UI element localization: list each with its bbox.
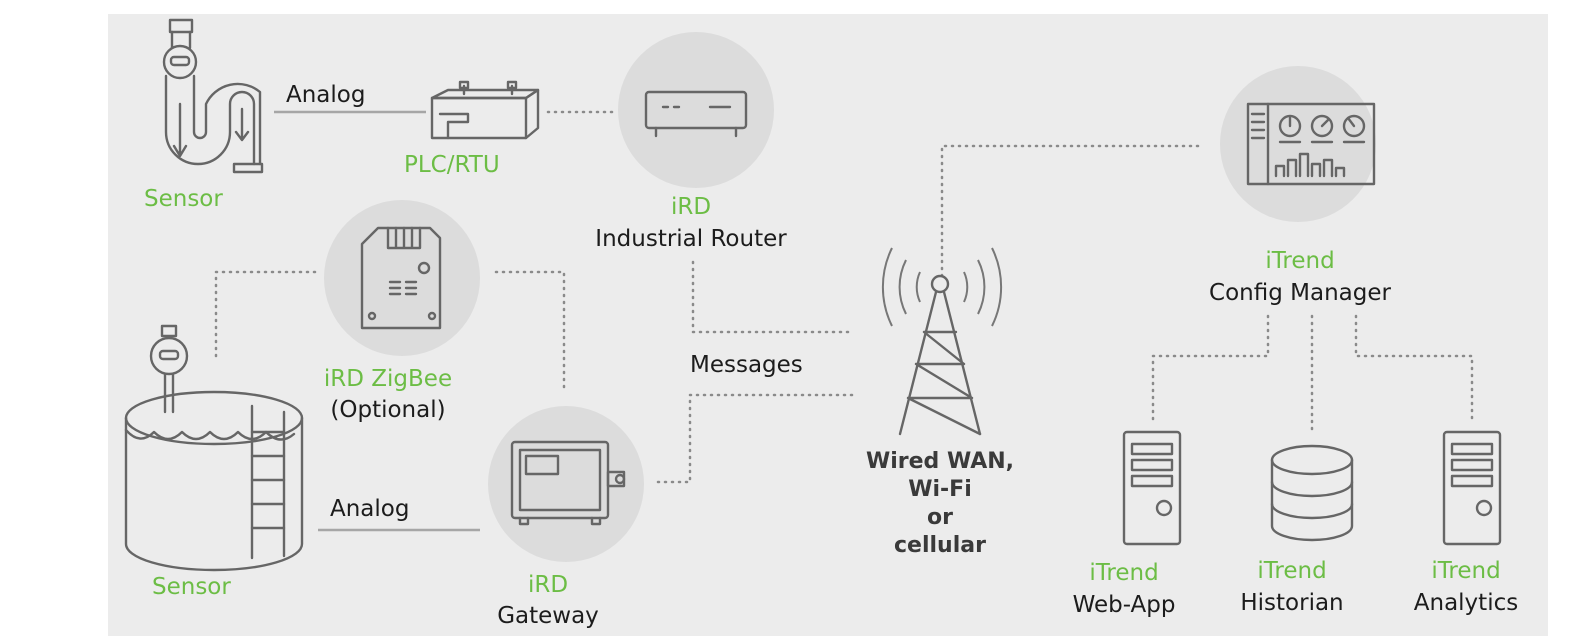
zigbee-gateway-link bbox=[494, 270, 566, 392]
itrend-historian-name: Historian bbox=[1240, 590, 1344, 616]
config-manager-circle bbox=[1220, 66, 1376, 222]
wan-label-line4: cellular bbox=[894, 533, 986, 558]
messages-label: Messages bbox=[690, 352, 803, 378]
analog-label-bottom: Analog bbox=[330, 496, 410, 522]
gateway-icon bbox=[510, 440, 626, 526]
config-webapp-link bbox=[1151, 314, 1270, 426]
router-tower-link bbox=[691, 260, 855, 334]
webapp-server-icon bbox=[1122, 430, 1182, 546]
zigbee-module-icon bbox=[360, 226, 442, 330]
ird-zigbee-brand: iRD ZigBee bbox=[323, 366, 453, 392]
dashboard-monitor-icon bbox=[1246, 102, 1376, 186]
connectors bbox=[214, 110, 1474, 532]
itrend-config-name: Config Manager bbox=[1209, 280, 1391, 306]
itrend-config-brand: iTrend bbox=[1265, 248, 1335, 274]
wan-label-line3: or bbox=[927, 505, 953, 530]
ird-gateway-name: Gateway bbox=[497, 603, 599, 629]
pipe-sensor-icon bbox=[162, 18, 264, 174]
itrend-analytics-name: Analytics bbox=[1413, 590, 1519, 616]
cell-tower-icon bbox=[881, 247, 1003, 436]
config-analytics-link bbox=[1354, 314, 1474, 426]
ird-gateway-brand: iRD bbox=[527, 572, 569, 598]
router-circle bbox=[618, 32, 774, 188]
ird-router-brand: iRD bbox=[670, 194, 712, 220]
itrend-historian-brand: iTrend bbox=[1257, 558, 1327, 584]
itrend-webapp-name: Web-App bbox=[1072, 592, 1176, 618]
itrend-webapp-brand: iTrend bbox=[1089, 560, 1159, 586]
ird-router-name: Industrial Router bbox=[595, 226, 787, 252]
plc-rtu-label: PLC/RTU bbox=[404, 152, 500, 178]
wan-label-line1: Wired WAN, bbox=[865, 449, 1015, 474]
tank-sensor-icon bbox=[124, 324, 304, 572]
zigbee-circle bbox=[324, 200, 480, 356]
router-icon bbox=[644, 90, 748, 138]
plc-rtu-icon bbox=[430, 80, 540, 140]
analog-label-top: Analog bbox=[286, 82, 366, 108]
tank-zigbee-link bbox=[214, 270, 322, 358]
diagram-canvas: Analog Sensor PLC/RTU iRD Industrial Rou… bbox=[108, 14, 1548, 636]
network-diagram bbox=[124, 18, 1502, 572]
sensor-label-top: Sensor bbox=[144, 186, 223, 212]
analytics-server-icon bbox=[1442, 430, 1502, 546]
gateway-tower-link bbox=[656, 393, 860, 484]
wan-label-line2: Wi-Fi bbox=[908, 477, 972, 502]
ird-zigbee-optional: (Optional) bbox=[330, 397, 446, 423]
itrend-analytics-brand: iTrend bbox=[1431, 558, 1501, 584]
historian-database-icon bbox=[1270, 444, 1354, 542]
sensor-label-bottom: Sensor bbox=[152, 574, 231, 600]
tower-config-link bbox=[940, 144, 1202, 278]
